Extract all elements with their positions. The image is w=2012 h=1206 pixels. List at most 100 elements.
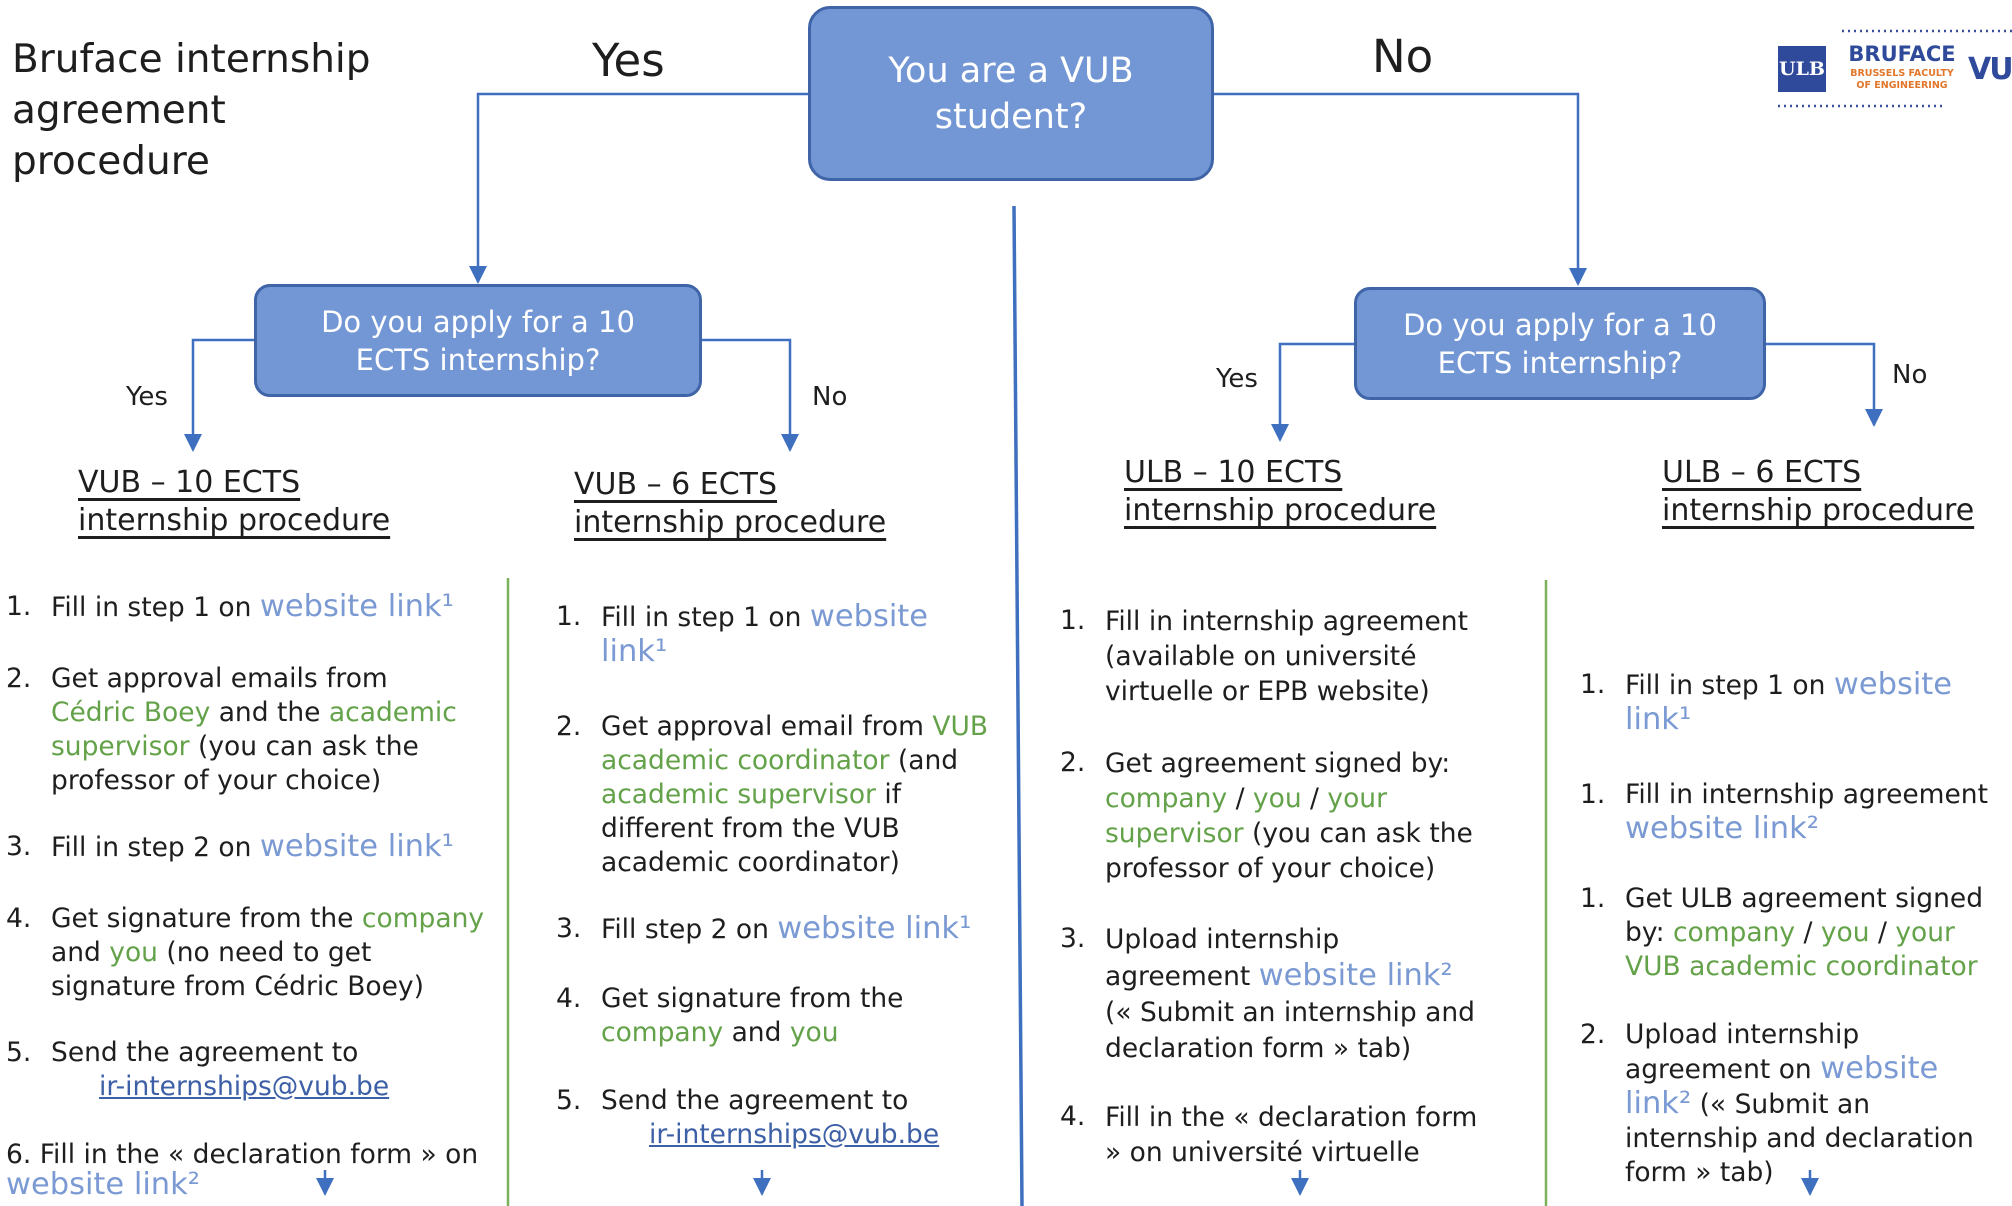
step-text: Upload internship agreement [1105, 924, 1340, 992]
list-item: 2. Get agreement signed by: company / you… [1060, 746, 1500, 886]
list-item: 4. Get signature from the company and yo… [6, 902, 486, 1004]
website-link[interactable]: website link¹ [601, 599, 929, 669]
highlight-text: company [601, 1017, 724, 1048]
separator: / [1869, 917, 1896, 948]
step-text: Get ULB agreement signed by: [1625, 883, 1984, 948]
step-number: 2. [556, 711, 582, 742]
step-number: 3. [556, 913, 582, 944]
step-text: (« Submit an internship and declaration … [1105, 997, 1476, 1064]
step-text: Fill in internship agreement (available … [1105, 606, 1468, 707]
step-number: 3. [1060, 923, 1086, 954]
step-text: 6. Fill in the « declaration form » on [6, 1139, 479, 1170]
list-item: 1. Fill in step 1 on website link¹ [6, 590, 486, 625]
separator: / [1795, 917, 1821, 948]
heading-line: internship procedure [78, 503, 391, 538]
ulb6-heading: ULB – 6 ECTS internship procedure [1662, 454, 1974, 530]
website-link[interactable]: website link¹ [1625, 667, 1953, 737]
list-item: 2. Upload internship agreement on websit… [1580, 1018, 2010, 1190]
list-item: 3. Upload internship agreement website l… [1060, 922, 1490, 1067]
step-text: Fill in step 2 on [51, 832, 260, 863]
step-number: 5. [6, 1037, 32, 1068]
main-yes-connector [469, 92, 808, 284]
list-item: 4. Fill in the « declaration form » on u… [1060, 1100, 1500, 1170]
highlight-text: Cédric Boey [51, 697, 211, 728]
title-line: Bruface internship [12, 37, 371, 82]
main-no-connector [1214, 92, 1587, 286]
step-text: Fill in internship agreement [1625, 779, 1988, 810]
heading-line: VUB – 10 ECTS [78, 465, 301, 500]
step-number: 4. [556, 983, 582, 1014]
step-text: (and [889, 745, 959, 776]
heading-line: internship procedure [1662, 493, 1975, 528]
main-yes-label: Yes [592, 34, 665, 87]
main-no-label: No [1372, 30, 1434, 83]
step-text: Send the agreement to [51, 1037, 359, 1068]
list-item: 2. Get approval email from VUB academic … [556, 710, 996, 880]
step-number: 2. [1060, 747, 1086, 778]
logo-name: BRUFACE [1848, 42, 1956, 66]
step-text: Upload internship agreement on [1625, 1019, 1860, 1085]
step-number: 2. [1580, 1019, 1606, 1050]
step-text: if different from the VUB academic coord… [601, 779, 902, 878]
vub-badge: VUB [1968, 52, 2012, 87]
vub-no-label: No [812, 382, 848, 412]
title-line: procedure [12, 139, 210, 184]
website-link[interactable]: website link² [6, 1167, 201, 1202]
step-text: Get approval email from [601, 711, 933, 742]
email-link[interactable]: ir-internships@vub.be [99, 1071, 390, 1102]
highlight-text: VUB academic coordinator [601, 711, 989, 776]
highlight-text: you [1252, 783, 1302, 814]
website-link[interactable]: website link² [1625, 1051, 1939, 1121]
step-text: Fill in step 1 on [51, 592, 260, 623]
step-number: 1. [1060, 605, 1086, 636]
list-item: 6. Fill in the « declaration form » on w… [6, 1138, 486, 1202]
step-text: Send the agreement to [601, 1085, 909, 1116]
list-item: 1. Fill in step 1 on website link¹ [1580, 668, 1980, 738]
website-link[interactable]: website link¹ [259, 589, 454, 624]
website-link[interactable]: website link¹ [259, 829, 454, 864]
step-text: Get agreement signed by: [1105, 748, 1451, 779]
ulb-yes-label: Yes [1216, 364, 1258, 394]
ulb-decision-box: Do you apply for a 10 ECTS internship? [1354, 287, 1766, 400]
heading-line: ULB – 10 ECTS [1124, 455, 1343, 490]
vub-no-connector [700, 338, 799, 452]
website-link[interactable]: website link² [1258, 958, 1453, 993]
center-divider [1012, 205, 1024, 1206]
step-number: 1. [1580, 779, 1606, 810]
step-number: 1. [556, 601, 582, 632]
logo-subtitle-line: OF ENGINEERING [1856, 80, 1948, 91]
highlight-text: company [1105, 783, 1228, 814]
logo-subtitle-line: BRUSSELS FACULTY [1850, 68, 1954, 79]
step-text: Fill step 2 on [601, 914, 778, 945]
step-text: and [723, 1017, 790, 1048]
sub-question-line: Do you apply for a 10 [321, 304, 635, 339]
separator: / [1227, 783, 1253, 814]
step-text: (« Submit an internship and declaration … [1625, 1089, 1974, 1188]
vub-decision-box: Do you apply for a 10 ECTS internship? [254, 284, 702, 397]
separator: / [1301, 783, 1328, 814]
website-link[interactable]: website link¹ [777, 911, 972, 946]
sub-question-line: ECTS internship? [1437, 345, 1683, 380]
email-link[interactable]: ir-internships@vub.be [649, 1119, 940, 1150]
step-number: 1. [1580, 669, 1606, 700]
website-link[interactable]: website link² [1625, 811, 1820, 846]
heading-line: internship procedure [574, 505, 887, 540]
main-question-line: student? [934, 96, 1088, 137]
ulb-no-label: No [1892, 360, 1928, 390]
step-text: Get signature from the [51, 903, 362, 934]
heading-line: internship procedure [1124, 493, 1437, 528]
heading-line: VUB – 6 ECTS [574, 467, 778, 502]
step-text: Get approval emails from [51, 663, 388, 694]
sub-question-line: ECTS internship? [355, 342, 601, 377]
ulb-yes-connector [1271, 342, 1355, 442]
highlight-text: company [1672, 917, 1796, 948]
heading-line: ULB – 6 ECTS [1662, 455, 1862, 490]
step-text: (you can ask the professor of your choic… [1105, 818, 1473, 884]
list-item: 2. Get approval emails from Cédric Boey … [6, 662, 476, 798]
title-line: agreement [12, 88, 226, 133]
list-item: 3. Fill step 2 on website link¹ [556, 912, 996, 947]
page-title: Bruface internship agreement procedure [12, 34, 371, 187]
step-number: 3. [6, 831, 32, 862]
sub-question-line: Do you apply for a 10 [1403, 307, 1717, 342]
